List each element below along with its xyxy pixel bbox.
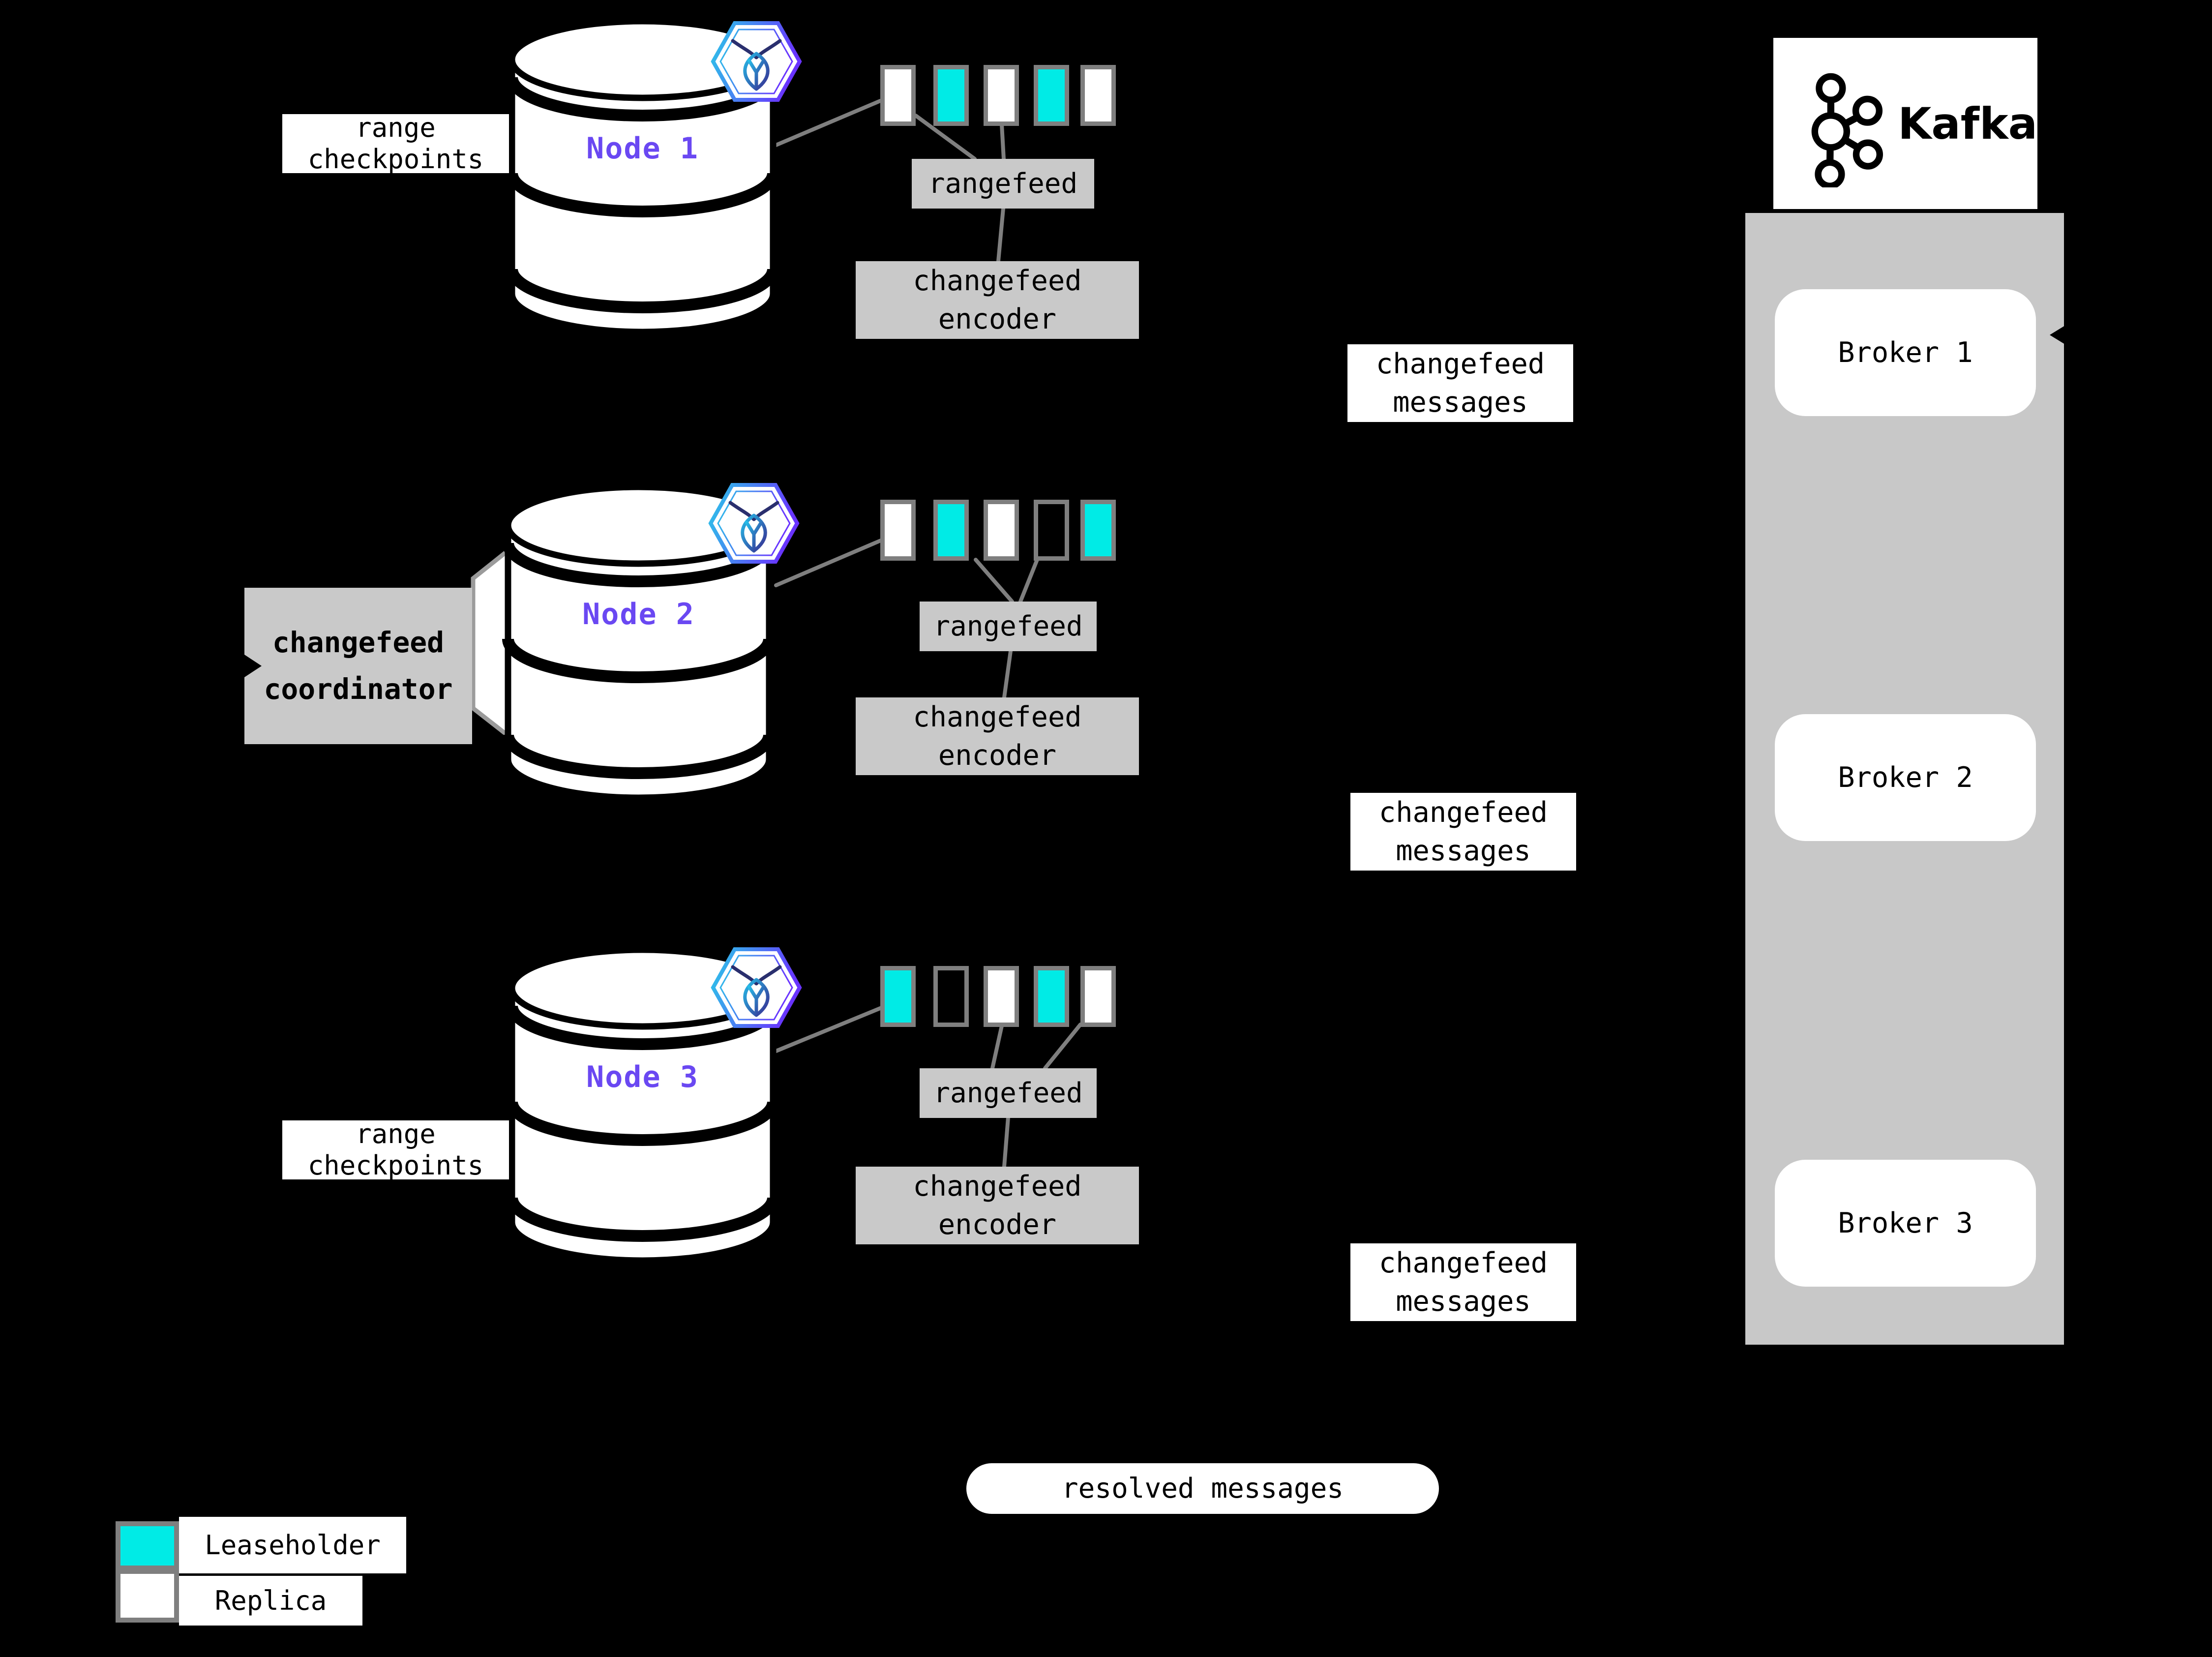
broker-arrowhead-icon	[2050, 322, 2071, 348]
range-square	[984, 65, 1019, 126]
broker-3-box: Broker 3	[1775, 1160, 2036, 1287]
broker-1-label: Broker 1	[1838, 336, 1973, 369]
node-1-cockroachdb-logo	[713, 23, 800, 100]
legend-replica-label: Replica	[179, 1576, 362, 1626]
resolved-messages-label: resolved messages	[966, 1463, 1439, 1514]
range-square	[880, 966, 916, 1027]
range-square	[1034, 65, 1069, 126]
node-2-cockroachdb-logo	[711, 485, 797, 562]
node-3-rangefeed-box: rangefeed	[920, 1068, 1097, 1118]
node-1-label: Node 1	[586, 131, 699, 166]
node-3-range-checkpoints-label: range checkpoints	[282, 1120, 509, 1179]
node-3-changefeed-encoder-box: changefeed encoder	[856, 1167, 1139, 1244]
kafka-logo-box: Kafka	[1773, 38, 2037, 209]
legend-leaseholder-swatch	[116, 1521, 179, 1570]
node-3-changefeed-messages-label: changefeed messages	[1350, 1243, 1576, 1321]
node-2-changefeed-encoder-box: changefeed encoder	[856, 697, 1139, 775]
range-square	[1034, 500, 1069, 561]
kafka-broker-panel: Broker 1 Broker 2 Broker 3	[1745, 213, 2064, 1345]
legend-replica-swatch	[116, 1569, 179, 1623]
node-1-changefeed-messages-label: changefeed messages	[1347, 344, 1573, 422]
node-1-rangefeed-box: rangefeed	[912, 159, 1094, 209]
broker-1-box: Broker 1	[1775, 289, 2036, 416]
node-2-label: Node 2	[582, 597, 695, 632]
range-square	[880, 65, 916, 126]
connector-lines-node-3	[774, 1004, 1082, 1169]
range-square	[1080, 500, 1116, 561]
coordinator-arrowhead-icon	[244, 655, 262, 677]
range-square	[880, 500, 916, 561]
kafka-wordmark: Kafka	[1898, 98, 2037, 149]
kafka-logo-icon	[1811, 73, 1883, 187]
range-square	[933, 65, 969, 126]
range-square	[933, 966, 969, 1027]
node-1-range-checkpoints-label: range checkpoints	[282, 114, 509, 173]
broker-2-box: Broker 2	[1775, 714, 2036, 841]
node-3-label: Node 3	[586, 1060, 699, 1094]
connector-lines-node-1	[774, 99, 1006, 263]
node-2-rangefeed-box: rangefeed	[920, 602, 1097, 651]
node-1-changefeed-encoder-box: changefeed encoder	[856, 261, 1139, 339]
range-square	[1034, 966, 1069, 1027]
range-square	[1080, 65, 1116, 126]
broker-2-label: Broker 2	[1838, 761, 1973, 794]
broker-3-label: Broker 3	[1838, 1207, 1973, 1239]
node-2-changefeed-messages-label: changefeed messages	[1350, 793, 1576, 871]
range-square	[984, 500, 1019, 561]
range-square	[1080, 966, 1116, 1027]
range-square	[984, 966, 1019, 1027]
legend-leaseholder-label: Leaseholder	[179, 1517, 406, 1573]
node-3-cockroachdb-logo	[713, 949, 800, 1026]
changefeed-coordinator-label: changefeed coordinator	[244, 588, 472, 744]
range-square	[933, 500, 969, 561]
connector-lines-node-2	[774, 537, 1039, 699]
